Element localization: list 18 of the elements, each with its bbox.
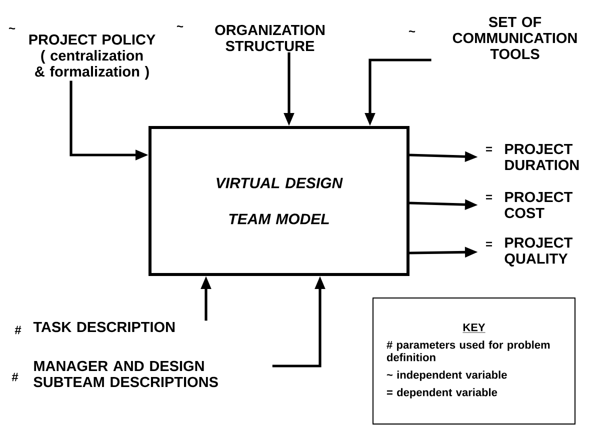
variable-label: MANAGER AND DESIGN SUBTEAM DESCRIPTIONS xyxy=(34,360,218,388)
variable-label: PROJECT QUALITY xyxy=(504,238,573,266)
variable-symbol: # xyxy=(12,372,18,382)
variable-label: SET OF COMMUNICATION TOOLS xyxy=(452,16,577,60)
model-box: VIRTUAL DESIGN TEAM MODEL xyxy=(148,126,410,276)
variable-symbol: = xyxy=(486,242,492,246)
variable-label: PROJECT COST xyxy=(504,192,573,218)
variable-symbol: ~ xyxy=(176,26,184,28)
variable-label: TASK DESCRIPTION xyxy=(33,322,175,332)
variable-label: PROJECT POLICY ( centralization & formalization ) xyxy=(29,34,156,80)
variable-label: ORGANIZATION STRUCTURE xyxy=(215,24,324,52)
key-box: KEY # parameters used for problem definition ~ independent variable = dependent variable xyxy=(372,298,576,424)
variable-symbol: = xyxy=(486,194,492,200)
variable-symbol: # xyxy=(14,326,22,334)
variable-symbol: = xyxy=(486,146,492,152)
variable-label: PROJECT DURATION xyxy=(505,144,579,170)
variable-symbol: ~ xyxy=(8,28,16,30)
variable-symbol: ~ xyxy=(408,30,416,32)
